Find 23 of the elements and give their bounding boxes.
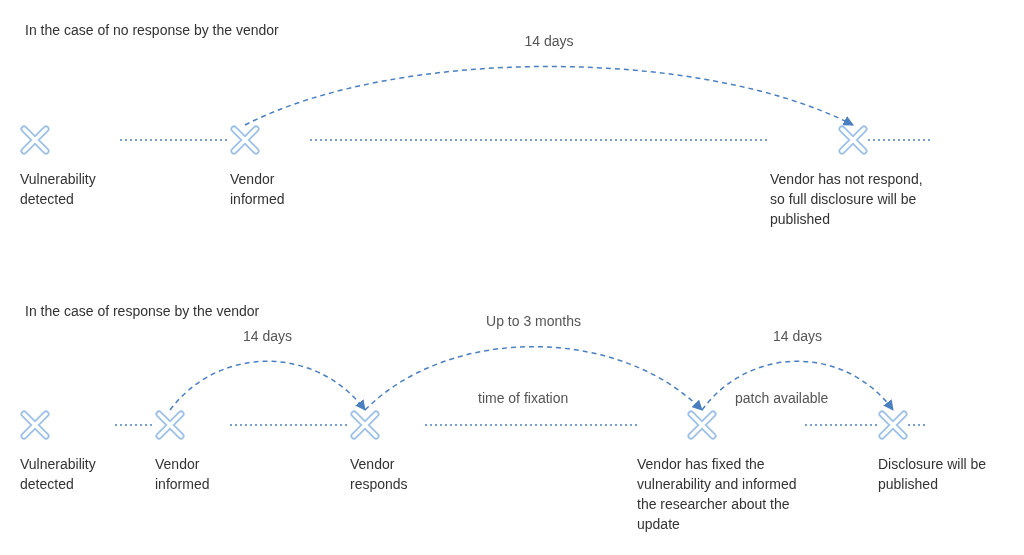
curved-arrow [364, 345, 703, 411]
event-label: Vulnerability detected [20, 170, 97, 209]
timeline-line [804, 424, 879, 426]
timeline-line [424, 424, 638, 426]
event-label: Vendor has not respond, so full disclosure will be published [770, 170, 924, 229]
section-heading: In the case of no response by the vendor [25, 22, 279, 38]
event-label: Vendor has fixed the vulnerability and informed the researcher about the update [637, 455, 798, 534]
event-label: Vendor informed [230, 170, 286, 209]
edge-label: Up to 3 months [484, 313, 583, 329]
event-label: Disclosure will be published [878, 455, 988, 494]
event-label: Vendor informed [155, 455, 211, 494]
edge-label: 14 days [522, 33, 576, 49]
curved-arrow [244, 65, 854, 127]
curved-arrow [701, 360, 894, 411]
timeline-line [867, 139, 931, 141]
section-heading: In the case of response by the vendor [25, 303, 260, 319]
interval-note: patch available [735, 390, 829, 406]
edge-label: 14 days [241, 328, 294, 344]
event-label: Vendor responds [350, 455, 409, 494]
curved-arrow [169, 360, 366, 411]
event-label: Vulnerability detected [20, 455, 97, 494]
edge-label: 14 days [771, 328, 824, 344]
interval-note: time of fixation [478, 390, 569, 406]
